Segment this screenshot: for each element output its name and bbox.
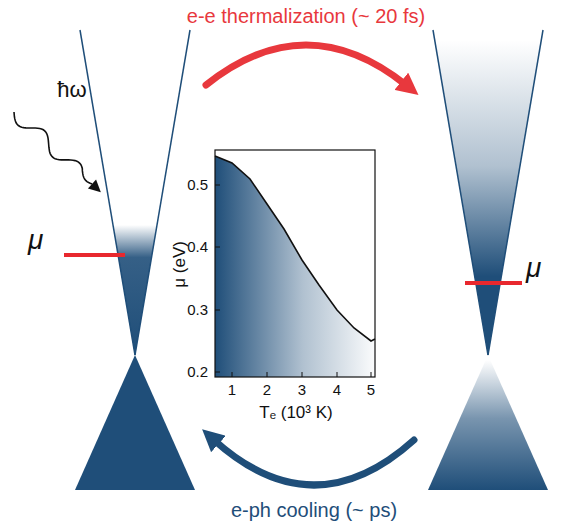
chemical-potential-line xyxy=(64,253,125,257)
tick-label: 4 xyxy=(333,382,341,399)
cone-edge xyxy=(135,30,190,355)
cone-edge xyxy=(80,30,135,355)
cone-fill xyxy=(428,355,548,490)
process-arrow xyxy=(214,440,414,485)
inset-curve xyxy=(215,156,375,341)
cone-edge xyxy=(488,30,543,355)
inset-ground xyxy=(215,150,375,377)
tick-label: 1 xyxy=(228,382,236,399)
photon-wave xyxy=(14,112,92,184)
tick-label: 3 xyxy=(298,382,306,399)
chemical-potential-line xyxy=(465,281,522,285)
tick-label: 2 xyxy=(263,382,271,399)
tick-label: 0.5 xyxy=(187,177,208,194)
tick-label: 5 xyxy=(367,382,375,399)
axis-title: Tₑ (10³ K) xyxy=(259,404,332,423)
process-label: e-ph cooling (~ ps) xyxy=(228,499,400,521)
cone-edge xyxy=(433,30,488,355)
inset-ticks xyxy=(215,185,371,377)
tick-label: 0.3 xyxy=(187,302,208,319)
axis-title: μ (eV) xyxy=(171,241,190,288)
photon-wave xyxy=(14,112,101,192)
inset-frame xyxy=(215,150,375,377)
dirac-cone: μ xyxy=(420,30,560,490)
tick-label: 0.4 xyxy=(187,239,208,256)
cone-fill xyxy=(75,355,195,490)
photon-arrowhead xyxy=(88,180,101,193)
process-label: e-e thermalization (~ 20 fs) xyxy=(184,5,428,27)
cone-mask xyxy=(70,28,200,225)
inset-fill xyxy=(215,156,375,377)
chemical-potential-label: μ xyxy=(526,253,541,284)
tick-label: 0.2 xyxy=(187,364,208,381)
photon-energy: ħω xyxy=(57,78,86,102)
cone-fill xyxy=(433,30,543,355)
process-arrow xyxy=(206,45,406,85)
chemical-potential-label: μ xyxy=(28,225,43,256)
